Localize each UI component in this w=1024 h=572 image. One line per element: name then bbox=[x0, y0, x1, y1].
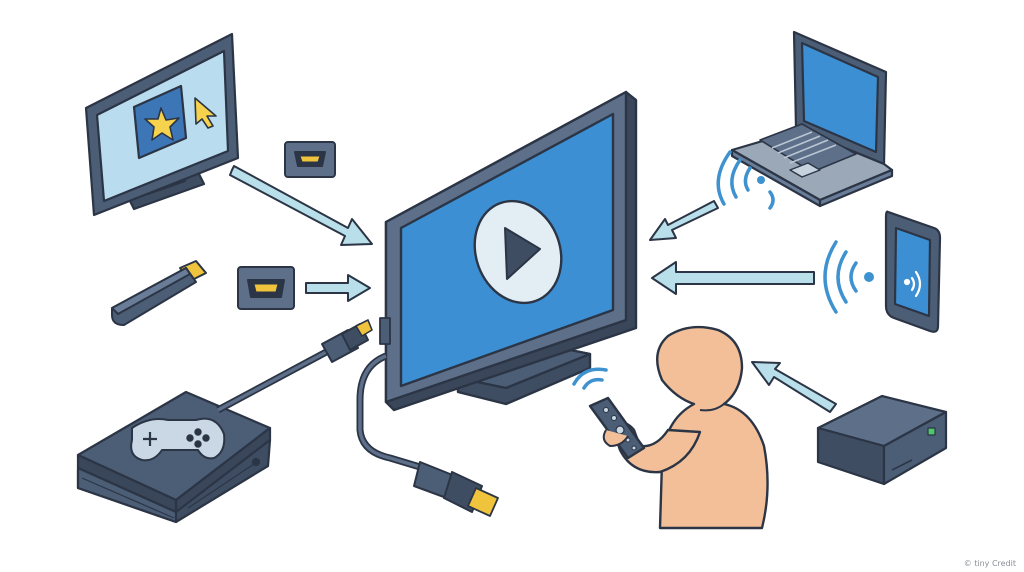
wifi-signal-icon bbox=[903, 270, 922, 298]
main-tv-icon bbox=[379, 90, 638, 412]
wifi-signal-icon bbox=[716, 150, 775, 210]
wifi-signal-icon bbox=[823, 240, 874, 314]
hdmi-port-icon bbox=[284, 141, 336, 178]
credit-text: © tiny Credit bbox=[963, 559, 1016, 568]
arrow-phone-to-tv bbox=[651, 261, 815, 295]
arrow-laptop-to-tv bbox=[649, 200, 719, 241]
play-icon bbox=[473, 199, 563, 305]
smartphone-icon bbox=[884, 210, 942, 333]
game-console-icon bbox=[76, 390, 272, 524]
arrow-box-to-person bbox=[751, 361, 837, 413]
wifi-signal-icon bbox=[572, 367, 608, 390]
arrow-monitor-to-tv bbox=[229, 165, 373, 246]
streaming-box-icon bbox=[816, 394, 948, 486]
hdmi-port-icon bbox=[237, 266, 295, 310]
remote-control-icon bbox=[588, 396, 646, 460]
arrows bbox=[229, 165, 837, 413]
hdmi-cable-icon bbox=[216, 319, 373, 414]
person-icon bbox=[588, 325, 769, 530]
usb-stick-icon bbox=[111, 260, 207, 326]
arrow-hdmi-to-tv bbox=[305, 274, 371, 302]
casting-monitor-icon bbox=[84, 32, 240, 217]
gamepad-icon bbox=[130, 417, 226, 462]
hdmi-cable-icon bbox=[356, 352, 499, 517]
laptop-icon bbox=[730, 30, 894, 208]
